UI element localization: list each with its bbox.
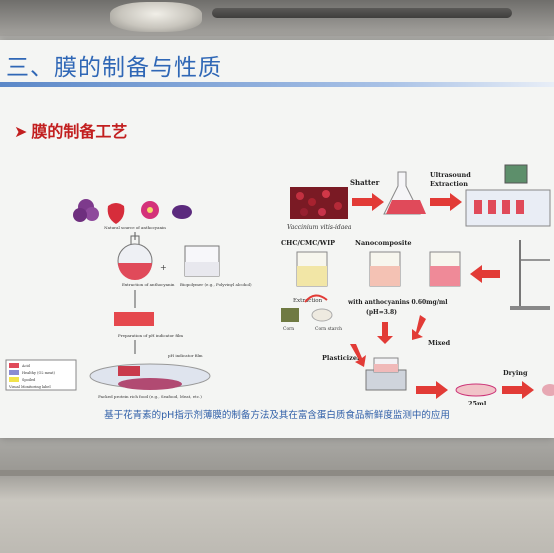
title-rule bbox=[0, 82, 554, 87]
projector-lamp bbox=[110, 2, 202, 32]
label-volume: 25ml bbox=[468, 400, 487, 405]
arrow-extraction-icon bbox=[430, 193, 462, 211]
section-heading-text: 膜的制备工艺 bbox=[31, 122, 128, 141]
label-shatter: Shatter bbox=[350, 178, 380, 187]
label-ph-film: pH indicator film bbox=[168, 353, 203, 358]
label-corn-starch: Corn starch bbox=[315, 326, 342, 332]
process-diagram: Natural source of anthocyanin + Extracti… bbox=[5, 164, 554, 405]
corn-image bbox=[281, 308, 299, 322]
label-corn: Corn bbox=[283, 326, 294, 332]
arrow-shatter-icon bbox=[352, 193, 384, 211]
label-packed-food: Packed protein rich food (e.g., Seafood,… bbox=[98, 394, 202, 399]
legend-healthy: Healthy (O2 meat) bbox=[22, 371, 56, 375]
left-panel: Natural source of anthocyanin + Extracti… bbox=[5, 199, 252, 399]
label-extraction-mid: Extraction bbox=[293, 298, 323, 304]
arrow-pour-icon bbox=[416, 381, 448, 399]
indicator-film-swatch bbox=[114, 312, 154, 326]
magnetic-stirrer bbox=[365, 369, 407, 391]
label-ph: (pH=3.8) bbox=[366, 309, 397, 316]
legend-acid: Acid bbox=[21, 364, 31, 368]
eggplant-icon bbox=[172, 205, 192, 219]
right-panel: Vaccinium vitis-idaea Shatter Ultrasound… bbox=[281, 164, 554, 405]
section-heading: ➤膜的制备工艺 bbox=[14, 118, 127, 142]
label-mixed: Mixed bbox=[428, 339, 451, 347]
legend-visual: Visual Monitoring label bbox=[8, 385, 51, 389]
corn-starch-image bbox=[311, 308, 333, 322]
ultrasound-probe bbox=[504, 164, 528, 184]
arrow-down-icon bbox=[377, 322, 393, 344]
slide-caption: 基于花青素的pH指示剂薄膜的制备方法及其在富含蛋白质食品新鲜度监测中的应用 bbox=[104, 410, 450, 421]
slide-title: 三、膜的制备与性质 bbox=[6, 55, 222, 81]
bullet-arrow-icon: ➤ bbox=[14, 122, 28, 141]
label-nanocomposite: Nanocomposite bbox=[355, 239, 412, 247]
arrow-plasticizer-icon bbox=[350, 344, 366, 367]
arrow-drying-icon bbox=[502, 381, 534, 399]
label-berry: Vaccinium vitis-idaea bbox=[287, 224, 352, 231]
label-extraction-top: Extraction bbox=[430, 180, 468, 188]
legend-spoiled: Spoiled bbox=[22, 378, 36, 382]
projected-slide: 三、膜的制备与性质 ➤膜的制备工艺 Natural source of anth… bbox=[0, 40, 554, 438]
projector-hood bbox=[0, 0, 554, 36]
label-anthocyanins: with anthocyanins 0.60mg/ml bbox=[347, 299, 448, 306]
strawberry-icon bbox=[107, 203, 125, 224]
label-preparation: Preparation of pH indicator film bbox=[118, 333, 183, 338]
svg-text:+: + bbox=[160, 263, 167, 272]
label-ultrasound: Ultrasound bbox=[430, 171, 471, 179]
label-chc: CHC/CMC/WIP bbox=[281, 239, 335, 247]
label-plasticizer: Plasticizer bbox=[322, 354, 361, 362]
arrow-mixed-icon bbox=[412, 315, 426, 340]
petri-dish bbox=[455, 383, 497, 397]
label-extraction-anthocyanin: Extraction of anthocyanin bbox=[122, 282, 175, 287]
label-natural-source: Natural source of anthocyanin bbox=[104, 225, 166, 230]
projector-rod bbox=[212, 8, 512, 18]
label-drying: Drying bbox=[503, 369, 528, 377]
arrow-left-icon bbox=[470, 265, 500, 283]
room-floor bbox=[0, 470, 554, 476]
label-biopolymer: Biopolymer (e.g., Polyvinyl alcohol) bbox=[180, 282, 252, 287]
